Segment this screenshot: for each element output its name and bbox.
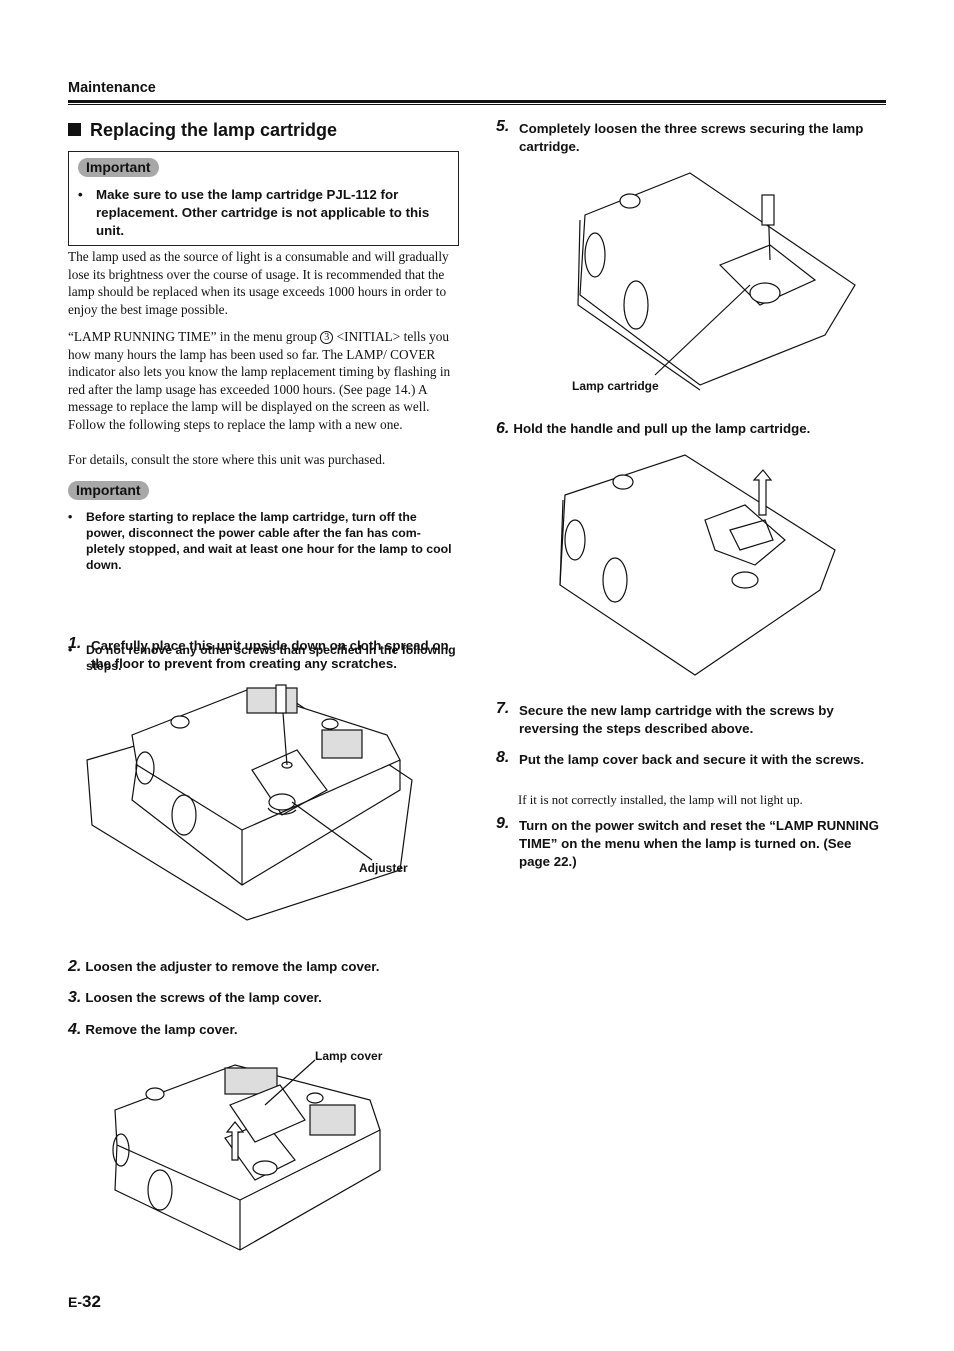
step-8-note: If it is not correctly installed, the la… bbox=[518, 793, 803, 807]
important-badge-2: Important bbox=[68, 481, 149, 500]
intro-p2-end: <INITIAL> tells you how many hours the l… bbox=[68, 329, 451, 432]
running-header: Maintenance bbox=[68, 80, 156, 96]
header-rule bbox=[68, 100, 886, 103]
lamp-cover-label: Lamp cover bbox=[315, 1049, 383, 1063]
important2-bullet-1: Before starting to replace the lamp cart… bbox=[68, 509, 458, 573]
step-1-text: Carefully place this unit upside down on… bbox=[91, 638, 449, 671]
step-9-text: Turn on the power switch and reset the “… bbox=[519, 818, 880, 869]
step-6-text: Hold the handle and pull up the lamp car… bbox=[513, 421, 811, 436]
important-bullet: Make sure to use the lamp cartridge PJL-… bbox=[78, 186, 448, 240]
circled-number: 3 bbox=[320, 331, 334, 344]
step-9: 9. Turn on the power switch and reset th… bbox=[496, 815, 886, 871]
step-1: 1. Carefully place this unit upside down… bbox=[68, 635, 460, 673]
adjuster-label: Adjuster bbox=[359, 861, 408, 875]
intro-p2-start: “LAMP RUNNING TIME” in the menu group bbox=[68, 329, 321, 344]
page-prefix: E- bbox=[68, 1294, 82, 1310]
step-3: 3.Loosen the screws of the lamp cover. bbox=[68, 989, 460, 1007]
step-2: 2.Loosen the adjuster to remove the lamp… bbox=[68, 958, 460, 976]
header-rule-thin bbox=[68, 104, 886, 105]
intro-paragraph-2: “LAMP RUNNING TIME” in the menu group 3 … bbox=[68, 328, 460, 434]
step-4-number: 4. bbox=[68, 1021, 82, 1038]
lamp-cover-removal-figure bbox=[112, 1059, 381, 1251]
step-8-text: Put the lamp cover back and secure it wi… bbox=[519, 752, 865, 767]
step-4-text: Remove the lamp cover. bbox=[85, 1022, 238, 1037]
step-8: 8. Put the lamp cover back and secure it… bbox=[496, 749, 886, 769]
step-6-number: 6. bbox=[496, 420, 510, 437]
page-number: E-32 bbox=[68, 1292, 101, 1312]
intro-paragraph-1: The lamp used as the source of light is … bbox=[68, 249, 449, 317]
step-7-text: Secure the new lamp cartridge with the s… bbox=[519, 703, 834, 736]
projector-on-cloth-figure bbox=[86, 684, 413, 921]
step-1-number: 1. bbox=[68, 635, 82, 652]
step-6: 6.Hold the handle and pull up the lamp c… bbox=[496, 420, 886, 438]
intro-paragraph-3: For details, consult the store where thi… bbox=[68, 452, 386, 467]
step-5: 5. Completely loosen the three screws se… bbox=[496, 118, 886, 156]
pull-cartridge-figure bbox=[559, 454, 836, 676]
section-title: Replacing the lamp cartridge bbox=[68, 120, 337, 141]
important2-bullet-2: Do not remove any other screws than spec… bbox=[68, 642, 458, 674]
step-4: 4.Remove the lamp cover. bbox=[68, 1021, 460, 1039]
cartridge-screws-figure bbox=[577, 172, 856, 391]
step-7-number: 7. bbox=[496, 700, 510, 717]
step-2-number: 2. bbox=[68, 958, 82, 975]
step-9-number: 9. bbox=[496, 815, 510, 832]
square-bullet-icon bbox=[68, 123, 81, 136]
important-box: Important Make sure to use the lamp cart… bbox=[68, 151, 459, 246]
step-3-text: Loosen the screws of the lamp cover. bbox=[85, 990, 322, 1005]
important-badge: Important bbox=[78, 158, 159, 177]
step-7: 7. Secure the new lamp cartridge with th… bbox=[496, 700, 886, 738]
step-5-text: Completely loosen the three screws secur… bbox=[519, 121, 864, 154]
section-title-text: Replacing the lamp cartridge bbox=[90, 120, 338, 140]
lamp-cartridge-label: Lamp cartridge bbox=[572, 379, 659, 393]
step-3-number: 3. bbox=[68, 989, 82, 1006]
step-5-number: 5. bbox=[496, 118, 510, 135]
step-8-number: 8. bbox=[496, 749, 510, 766]
page-number-value: 32 bbox=[82, 1292, 101, 1311]
step-2-text: Loosen the adjuster to remove the lamp c… bbox=[85, 959, 380, 974]
